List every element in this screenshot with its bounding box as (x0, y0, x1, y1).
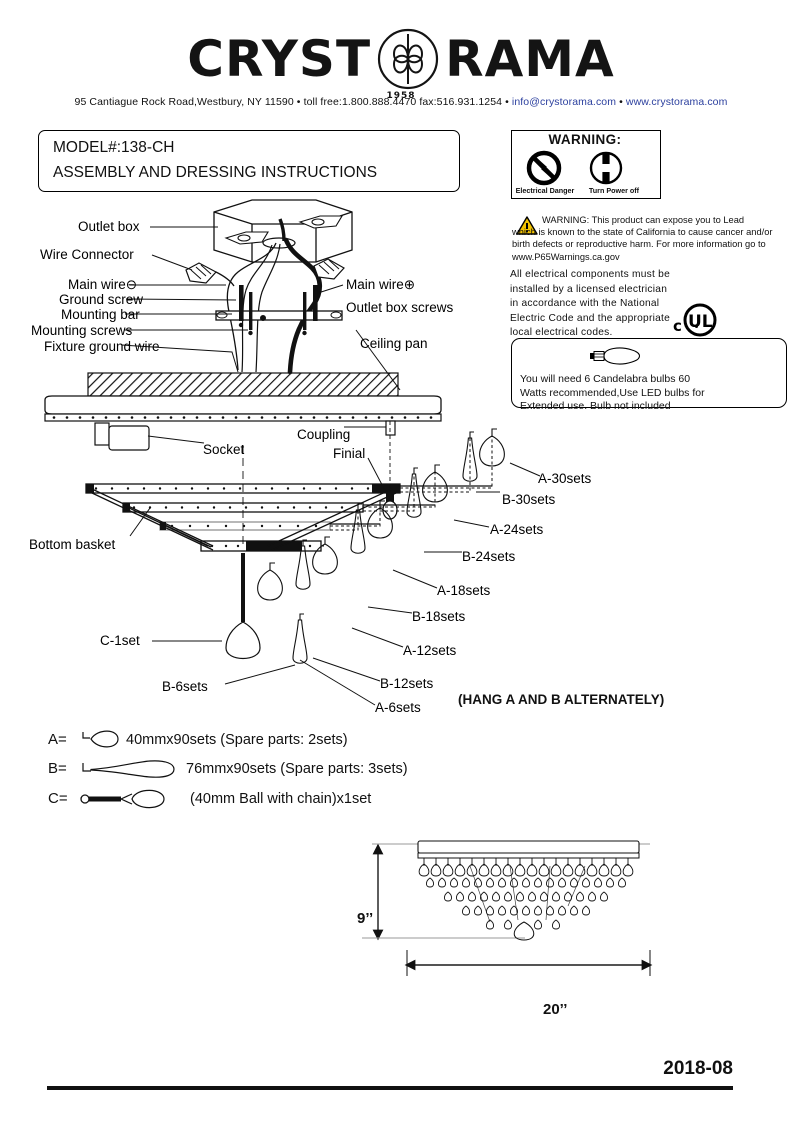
crystal-drops-drawing (225, 428, 505, 664)
label-b-6sets: B-6sets (162, 679, 208, 694)
ceiling-pan-drawing (44, 372, 442, 451)
prop65-line-1: WARNING: This product can expose you to … (542, 215, 745, 225)
svg-text:UL: UL (688, 312, 713, 332)
bottom-basket-drawing (85, 445, 401, 552)
label-ceiling-pan: Ceiling pan (360, 336, 428, 351)
warning-title: WARNING: (548, 132, 622, 147)
warning-box (511, 130, 661, 199)
label-b-12sets: B-12sets (380, 676, 434, 691)
legend-c-text: (40mm Ball with chain)x1set (190, 791, 372, 807)
label-b-24sets: B-24sets (462, 549, 516, 564)
crystal-drop-b-icon (80, 755, 178, 788)
label-a-6sets: A-6sets (375, 700, 421, 715)
bulb-requirement-text: You will need 6 Candelabra bulbs 60 Watt… (520, 373, 778, 414)
label-a-18sets: A-18sets (437, 583, 491, 598)
electrical-note-line-5: local electrical codes. (510, 327, 613, 339)
coupling-finial-drawing (382, 421, 398, 520)
dimension-width-label: 20’’ (543, 1001, 568, 1018)
product-dimension-drawing (362, 840, 653, 976)
model-info-box (38, 130, 460, 192)
footer-divider (47, 1086, 733, 1090)
flower-emblem-icon (377, 28, 439, 90)
bulb-line-1: You will need 6 Candelabra bulbs 60 (520, 373, 691, 385)
legend-c-letter: C= (48, 790, 68, 807)
address-separator: • (616, 96, 626, 108)
crystal-b-6 (292, 613, 308, 664)
wire-connector-left-drawing (185, 262, 235, 287)
logo-text-left: CRYST (187, 30, 372, 88)
document-date: 2018-08 (663, 1058, 733, 1079)
electrical-note-line-2: installed by a licensed electrician (510, 283, 668, 295)
electrical-code-note: All electrical components must be instal… (510, 268, 710, 341)
prop65-warning-text: WARNING: This product can expose you to … (512, 214, 784, 263)
prop65-line-2: which is known to the state of Californi… (512, 227, 744, 238)
legend-a-text: 40mmx90sets (Spare parts: 2sets) (126, 732, 348, 748)
label-ground-screw: Ground screw (59, 292, 144, 307)
company-address-line: 95 Cantiague Rock Road,Westbury, NY 1159… (0, 96, 802, 108)
prop65-line-4: information go to www.P65Warnings.ca.gov (512, 239, 766, 262)
legend-b-letter: B= (48, 760, 67, 777)
electrical-note-line-4: Electric Code and the appropriate (510, 312, 671, 324)
turn-power-off-label: Turn Power off (588, 186, 640, 195)
crystal-drop-a-icon (80, 726, 122, 757)
label-mounting-screws: Mounting screws (31, 323, 133, 338)
power-off-icon (586, 150, 626, 191)
crystal-c-1 (225, 621, 261, 660)
bulb-requirement-box (511, 338, 787, 408)
mounting-bar-drawing (215, 285, 343, 336)
label-bottom-basket: Bottom basket (29, 537, 116, 552)
cul-listed-icon: c UL (672, 300, 720, 345)
label-a-12sets: A-12sets (403, 643, 457, 658)
hang-alternately-note: (HANG A AND B ALTERNATELY) (458, 692, 665, 707)
brand-logo: CRYST RAMA 1958 (0, 28, 802, 101)
label-main-wire-positive: Main wire⊕ (346, 277, 416, 292)
candelabra-bulb-icon (586, 344, 648, 373)
label-finial: Finial (333, 446, 366, 461)
negative-symbol-icon: ⊖ (125, 277, 138, 292)
email-link[interactable]: info@crystorama.com (511, 96, 617, 108)
address-text: 95 Cantiague Rock Road,Westbury, NY 1159… (74, 96, 512, 108)
no-electricity-icon (524, 150, 564, 191)
crystal-a-6 (257, 562, 283, 601)
label-fixture-ground-wire: Fixture ground wire (44, 339, 160, 354)
electrical-note-line-1: All electrical components must be (510, 269, 670, 280)
label-a-30sets: A-30sets (538, 471, 592, 486)
assembly-diagram (44, 199, 541, 706)
label-coupling: Coupling (297, 427, 351, 442)
label-b-18sets: B-18sets (412, 609, 466, 624)
bulb-line-2: Watts recommended,Use LED bulbs for (520, 386, 705, 399)
bulb-line-3: Extended use. Bulb not included (520, 400, 671, 413)
prop65-line-3: and/or birth defects or reproductive har… (512, 227, 773, 250)
label-outlet-box-screws: Outlet box screws (346, 300, 454, 315)
label-main-wire-negative: Main wire⊖ (68, 277, 138, 292)
legend-a-letter: A= (48, 731, 67, 748)
label-outlet-box: Outlet box (78, 219, 140, 234)
label-socket: Socket (203, 442, 245, 457)
page-title: ASSEMBLY AND DRESSING INSTRUCTIONS (53, 164, 378, 181)
legend-b-text: 76mmx90sets (Spare parts: 3sets) (186, 761, 408, 777)
positive-symbol-icon: ⊕ (403, 277, 416, 292)
website-link[interactable]: www.crystorama.com (625, 96, 728, 108)
wires-drawing (226, 218, 323, 375)
warning-triangle-icon (516, 216, 538, 240)
leader-lines (121, 226, 541, 706)
logo-year: 1958 (386, 91, 416, 101)
dimension-height-label: 9’’ (357, 910, 374, 927)
label-mounting-bar: Mounting bar (61, 307, 140, 322)
logo-text-right: RAMA (445, 30, 615, 88)
label-b-30sets: B-30sets (502, 492, 556, 507)
crystal-ball-chain-icon (80, 786, 170, 817)
label-a-24sets: A-24sets (490, 522, 544, 537)
wire-connector-right-drawing (313, 258, 345, 280)
model-number: MODEL#:138-CH (53, 139, 175, 156)
label-wire-connector: Wire Connector (40, 247, 134, 262)
electrical-danger-label: Electrical Danger (515, 186, 575, 195)
label-c-1set: C-1set (100, 633, 140, 648)
electrical-note-line-3: in accordance with the National (510, 298, 660, 310)
svg-text:c: c (673, 317, 682, 335)
